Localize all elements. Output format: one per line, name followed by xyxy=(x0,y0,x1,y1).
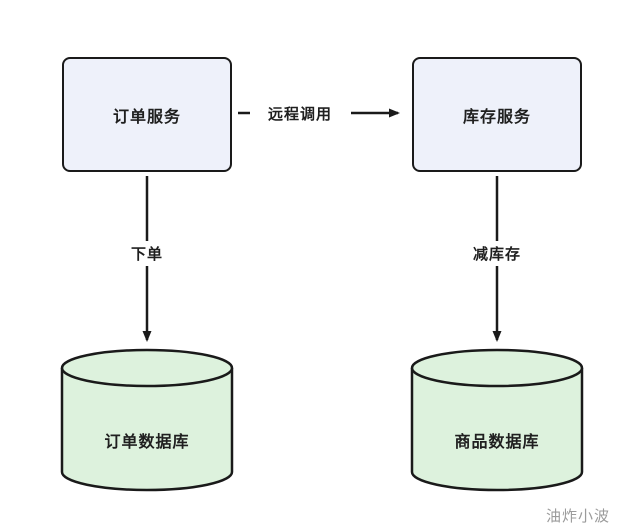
order-service-label: 订单服务 xyxy=(112,108,181,126)
product-db-label: 商品数据库 xyxy=(454,434,540,451)
product-db-cylinder-body xyxy=(410,368,584,492)
watermark: 油炸小波 xyxy=(545,508,610,525)
order-db-cylinder-body xyxy=(60,368,234,492)
node-inventory-service: 库存服务 xyxy=(412,57,582,172)
product-db-cylinder-top xyxy=(410,348,584,388)
node-order-service: 订单服务 xyxy=(62,57,232,172)
inventory-service-label: 库存服务 xyxy=(462,108,531,126)
reduce-stock-label: 减库存 xyxy=(460,241,534,266)
place-order-label: 下单 xyxy=(118,241,176,266)
order-db-label: 订单数据库 xyxy=(104,434,190,451)
remote-call-label: 远程调用 xyxy=(253,101,347,126)
order-db-cylinder-top xyxy=(60,348,234,388)
product-db-cylinder xyxy=(410,348,584,492)
order-db-cylinder xyxy=(60,348,234,492)
